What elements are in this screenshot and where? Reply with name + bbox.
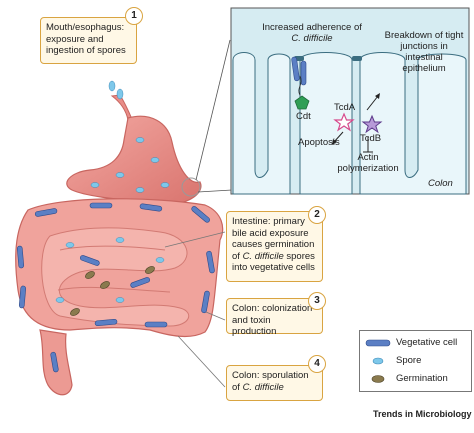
- tcda-icon: [333, 112, 355, 132]
- callout-intestine: Intestine: primary bile acid exposure ca…: [226, 211, 323, 282]
- spore-icon: [372, 357, 384, 365]
- callout-colonization: Colon: colonization and toxin production: [226, 298, 323, 337]
- germination-cells: [70, 266, 155, 316]
- legend-germination-label: Germination: [396, 373, 448, 384]
- legend: Vegetative cell Spore Germination: [359, 330, 472, 392]
- inset-adherence-label: Increased adherence of C. difficile: [252, 22, 372, 44]
- legend-vegetative-label: Vegetative cell: [396, 337, 458, 348]
- cdt-label: Cdt: [296, 111, 311, 122]
- germination-icon: [371, 375, 385, 383]
- apoptosis-label: Apoptosis: [298, 137, 340, 148]
- tcdb-icon: [361, 114, 383, 134]
- callout-3-number: 3: [308, 292, 326, 310]
- adherent-bacteria: [291, 56, 307, 86]
- legend-spore-label: Spore: [396, 355, 422, 366]
- callout-sporulation-text: Colon: sporulation of: [232, 370, 309, 393]
- callout-colonization-text: Colon: colonization and toxin production: [232, 303, 313, 337]
- callout-intestine-species: C. difficile: [242, 250, 284, 262]
- callout-mouth: Mouth/esophagus: exposure and ingestion …: [40, 17, 137, 64]
- zoom-circle: [181, 177, 201, 197]
- small-intestine: [41, 227, 190, 327]
- journal-credit: Trends in Microbiology: [373, 409, 472, 419]
- breakdown-label: Breakdown of tight junctions in intestin…: [384, 30, 464, 74]
- callout-4-number: 4: [308, 355, 326, 373]
- callout-2-number: 2: [308, 206, 326, 224]
- adherence-line1: Increased adherence of: [262, 22, 362, 33]
- legend-germination: Germination: [360, 372, 471, 386]
- actin-label: Actin polymerization: [337, 152, 399, 174]
- rod-icon: [365, 339, 391, 347]
- legend-spore: Spore: [360, 354, 471, 368]
- legend-vegetative: Vegetative cell: [360, 336, 471, 350]
- cdt-icon: [294, 95, 310, 110]
- callout-intestine-text: Intestine: primary bile acid exposure ca…: [232, 216, 315, 262]
- callout-mouth-text: Mouth/esophagus: exposure and ingestion …: [46, 22, 126, 56]
- tcda-label: TcdA: [334, 102, 356, 113]
- stomach: [66, 115, 202, 205]
- spores: [55, 80, 170, 303]
- callout-intestine-text-end: spores into vegetative cells: [232, 250, 315, 274]
- callout-sporulation-species: C. difficile: [242, 381, 284, 393]
- tcdb-label: TcdB: [360, 133, 382, 144]
- colon-label: Colon: [428, 178, 453, 189]
- callout-sporulation: Colon: sporulation of C. difficile: [226, 365, 323, 401]
- epithelium: [232, 52, 291, 195]
- adherence-species: C. difficile: [291, 33, 333, 44]
- callout-1-number: 1: [125, 7, 143, 25]
- colon-label-text: Colon: [428, 178, 453, 189]
- vegetative-cells: [16, 202, 215, 373]
